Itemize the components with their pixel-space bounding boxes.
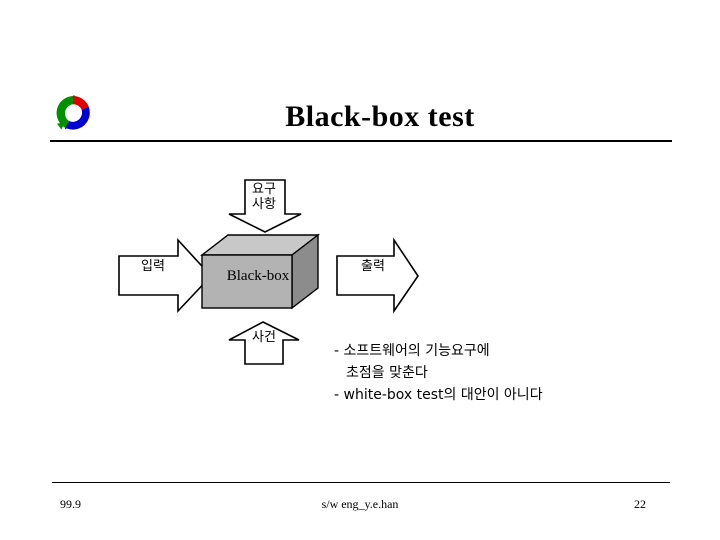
output-arrow-label: 출력 (361, 259, 385, 274)
event-arrow-label: 사건 (252, 330, 276, 345)
requirements-arrow-label: 요구 사항 (236, 182, 292, 212)
footer-page-number: 22 (634, 497, 646, 511)
requirements-label-line1: 요구 (252, 182, 276, 197)
requirements-label-line2: 사항 (252, 197, 276, 212)
bullet-item: 초점을 맞춘다 (346, 365, 428, 381)
footer-divider (52, 482, 670, 483)
bullet-item: - 소프트웨어의 기능요구에 (334, 343, 490, 359)
footer-date: 99.9 (60, 497, 81, 511)
input-arrow (118, 237, 213, 314)
input-arrow-label: 입력 (141, 259, 165, 274)
header-divider (50, 140, 672, 142)
box-front-face (201, 254, 293, 309)
slide-title: Black-box test (285, 100, 475, 133)
tri-color-circular-arrows-logo-icon (52, 92, 94, 134)
footer-author: s/w eng_y.e.han (321, 497, 399, 511)
event-up-arrow (228, 321, 300, 365)
bullet-item: - white-box test의 대안이 아니다 (334, 387, 543, 403)
black-box-label: Black-box (226, 268, 290, 284)
requirements-down-arrow (228, 179, 302, 233)
bullet-list: - 소프트웨어의 기능요구에 초점을 맞춘다 - white-box test의… (334, 340, 674, 406)
output-arrow (336, 237, 419, 314)
